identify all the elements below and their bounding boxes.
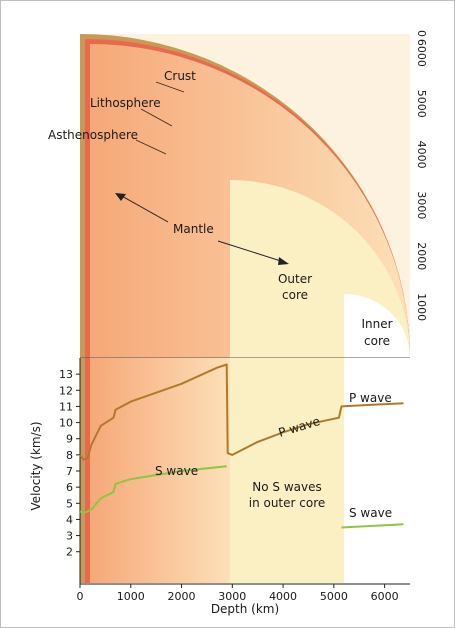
depth-scale-label: 2000 (415, 242, 428, 270)
x-axis-title: Depth (km) (211, 602, 279, 616)
mantle-arrowhead-left (115, 193, 126, 201)
depth-scale-label: 1000 (415, 293, 428, 321)
inner-core-label-2: core (364, 334, 390, 348)
outer-core-label-2: core (282, 288, 308, 302)
chart-mantle-band (90, 358, 230, 583)
y-axis-title: Velocity (km/s) (29, 421, 43, 510)
chart-lithosphere-band (85, 358, 90, 583)
mantle-arrowhead-right (278, 257, 289, 265)
s-wave-inner-label: S wave (349, 506, 392, 520)
depth-scale: 0 1000 2000 3000 4000 5000 6000 (415, 30, 428, 321)
depth-scale-label: 4000 (415, 141, 428, 169)
asthenosphere-label: Asthenosphere (48, 128, 138, 142)
lithosphere-label: Lithosphere (90, 96, 161, 110)
crust-label: Crust (164, 69, 196, 83)
no-s-waves-label: No S waves (252, 480, 321, 494)
depth-scale-label: 6000 (415, 39, 428, 67)
s-wave-line (341, 523, 404, 529)
asthenosphere-leader (135, 139, 167, 155)
inner-core-layer (344, 294, 410, 358)
y-tick-label: 9 (66, 433, 73, 446)
x-tick-label: 0 (77, 590, 84, 603)
wave-series (79, 363, 404, 529)
velocity-chart: 2 3 4 5 6 7 8 9 10 11 12 13 0 1000 2000 3000 4000 5000 60… (29, 358, 410, 616)
x-axis-ticks: 0 1000 2000 3000 4000 5000 6000 (77, 584, 399, 603)
y-tick-label: 2 (66, 546, 73, 559)
depth-scale-label: 0 (415, 30, 428, 37)
x-tick-label: 2000 (168, 590, 196, 603)
p-wave-inner-label: P wave (349, 391, 392, 405)
x-tick-label: 1000 (117, 590, 145, 603)
y-tick-label: 13 (59, 368, 73, 381)
s-wave-line (79, 465, 227, 514)
y-tick-label: 8 (66, 449, 73, 462)
y-tick-label: 3 (66, 530, 73, 543)
chart-crust-band (80, 358, 85, 583)
x-tick-label: 5000 (320, 590, 348, 603)
y-tick-label: 10 (59, 417, 73, 430)
y-tick-label: 12 (59, 384, 73, 397)
mantle-label: Mantle (173, 222, 214, 236)
chart-inner-core-band (344, 358, 410, 583)
x-tick-label: 3000 (218, 590, 246, 603)
p-wave-line (79, 363, 404, 461)
x-tick-label: 4000 (269, 590, 297, 603)
mantle-arrow-right (217, 240, 285, 263)
outer-core-label: Outer (278, 272, 312, 286)
y-tick-label: 11 (59, 400, 73, 413)
crust-leader (155, 81, 185, 93)
chart-outer-core-band (230, 358, 344, 583)
y-tick-label: 7 (66, 465, 73, 478)
mantle-arrow-left (119, 194, 169, 223)
y-tick-label: 6 (66, 481, 73, 494)
depth-scale-label: 5000 (415, 90, 428, 118)
s-wave-mid-label: S wave (155, 464, 198, 478)
y-tick-label: 5 (66, 497, 73, 510)
inner-core-label: Inner (361, 317, 392, 331)
y-tick-label: 4 (66, 513, 73, 526)
x-tick-label: 6000 (371, 590, 399, 603)
y-axis-ticks: 2 3 4 5 6 7 8 9 10 11 12 13 (59, 368, 80, 559)
no-s-waves-label-2: in outer core (249, 496, 326, 510)
depth-scale-label: 3000 (415, 191, 428, 219)
earth-cross-section: Crust Lithosphere Asthenosphere Mantle O… (48, 34, 410, 358)
lithosphere-leader (140, 108, 173, 127)
